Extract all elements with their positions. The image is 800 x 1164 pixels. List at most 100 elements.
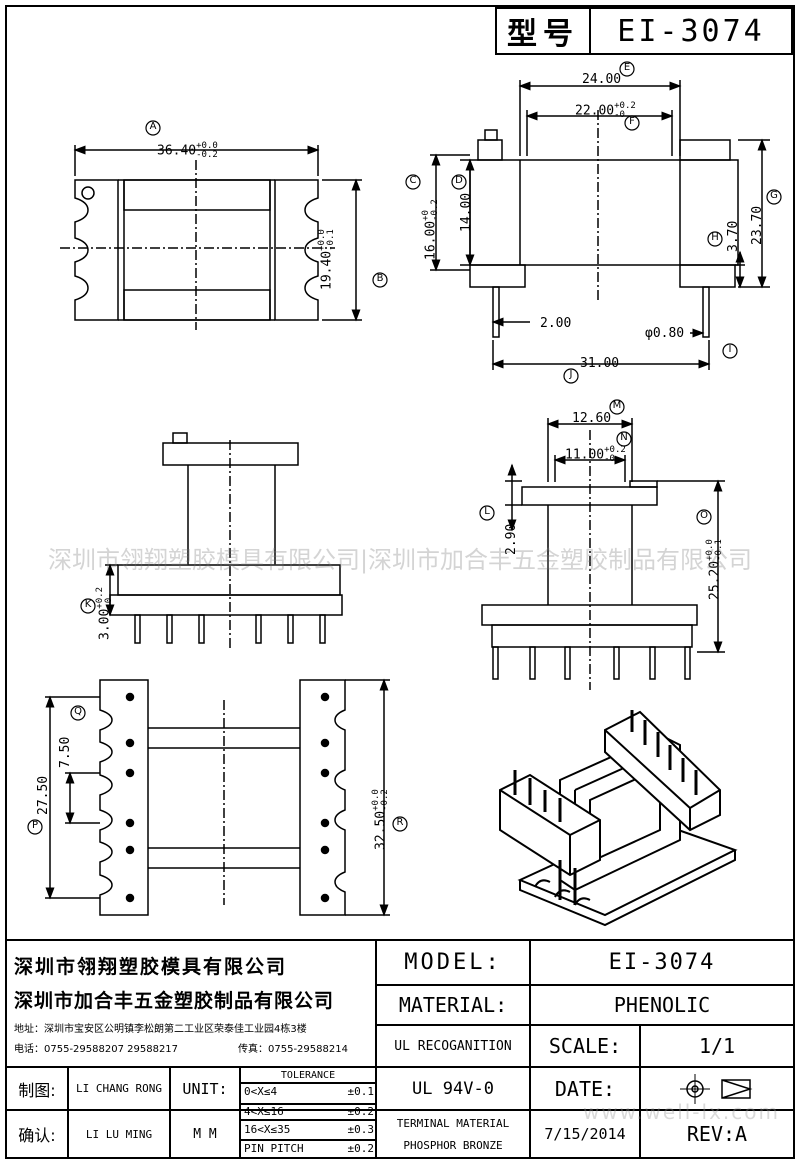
ul-label: UL RECOGANITION bbox=[394, 1038, 512, 1054]
callout-j: J bbox=[569, 369, 573, 380]
watermark-url: www.well-lx.com bbox=[582, 1100, 780, 1124]
type-label: 型号 bbox=[507, 17, 579, 52]
terminal-label: TERMINAL MATERIAL bbox=[396, 1116, 510, 1130]
dim-f: 22.00+0.2-0 bbox=[575, 102, 636, 120]
tolerance-value: ±0.2 bbox=[347, 1105, 375, 1118]
side-view bbox=[105, 432, 343, 650]
unit-label: UNIT: bbox=[182, 1079, 228, 1098]
tolerance-value: ±0.2 bbox=[347, 1142, 375, 1155]
dim-i: φ0.80 bbox=[645, 326, 685, 341]
drawn-by: LI CHANG RONG bbox=[75, 1082, 163, 1095]
dim-g: 23.70 bbox=[750, 205, 765, 245]
callout-g: G bbox=[770, 190, 778, 201]
drawn-label: 制图: bbox=[18, 1080, 56, 1100]
dim-r-value: 32.50 bbox=[373, 810, 389, 850]
model-label: MODEL: bbox=[404, 950, 502, 975]
company-fax: 传真：0755-29588214 bbox=[238, 1044, 348, 1055]
rev-label: REV:A bbox=[686, 1122, 748, 1146]
dim-n-value: 11.00 bbox=[565, 447, 605, 463]
dim-r-tol-dn: -0.2 bbox=[380, 789, 390, 811]
watermark-text: 深圳市翎翔塑胶模具有限公司|深圳市加合丰五金塑胶制品有限公司 bbox=[47, 546, 753, 574]
dim-n-tol-dn: -0 bbox=[604, 454, 615, 464]
company-address: 地址：深圳市宝安区公明镇李松朗第二工业区荣泰佳工业园4栋3楼 bbox=[14, 1024, 307, 1035]
callout-m: M bbox=[612, 400, 622, 411]
callout-i: I bbox=[728, 344, 732, 355]
dim-a-tol-up: +0.0 bbox=[196, 141, 218, 151]
scale-value: 1/1 bbox=[698, 1034, 736, 1058]
callout-c: C bbox=[409, 175, 417, 186]
dim-p: 27.50 bbox=[36, 775, 51, 815]
company-phone: 电话：0755-29588207 29588217 bbox=[14, 1044, 179, 1055]
callout-h: H bbox=[711, 232, 719, 243]
terminal-value: PHOSPHOR BRONZE bbox=[403, 1138, 503, 1152]
callout-d: D bbox=[455, 175, 463, 186]
dim-a: 36.40+0.0-0.2 bbox=[157, 142, 218, 160]
callout-r: R bbox=[396, 817, 404, 828]
tolerance-label: TOLERANCE bbox=[280, 1069, 336, 1081]
callout-e: E bbox=[623, 62, 631, 73]
unit-value: M M bbox=[193, 1126, 217, 1142]
front-view bbox=[430, 80, 770, 370]
dim-b-value: 19.40 bbox=[319, 250, 335, 290]
callout-b: B bbox=[376, 273, 384, 284]
tolerance-row: 16<X≤35 ±0.3 bbox=[244, 1123, 374, 1136]
dim-f-tol-dn: -0 bbox=[614, 110, 625, 120]
callout-n: N bbox=[620, 432, 628, 443]
dim-k-value: 3.00 bbox=[97, 608, 113, 640]
tolerance-range: PIN PITCH bbox=[244, 1142, 304, 1155]
date-label: DATE: bbox=[554, 1076, 616, 1101]
dim-c-value: 16.00 bbox=[423, 220, 439, 260]
dim-m: 12.60 bbox=[572, 411, 612, 426]
dim-j: 31.00 bbox=[580, 356, 620, 371]
dim-c: 16.00+0-0.2 bbox=[421, 199, 440, 260]
callout-circles bbox=[27, 61, 782, 835]
tolerance-range: 4<X≤16 bbox=[244, 1105, 284, 1118]
title-block-grid bbox=[6, 939, 794, 1158]
dim-d: 14.00 bbox=[459, 192, 474, 232]
tolerance-range: 0<X≤4 bbox=[244, 1085, 278, 1098]
end-view bbox=[481, 418, 725, 690]
tolerance-row: PIN PITCH ±0.2 bbox=[244, 1142, 374, 1155]
dim-a-value: 36.40 bbox=[157, 143, 197, 159]
bottom-view bbox=[45, 678, 390, 917]
scale-label: SCALE: bbox=[548, 1034, 622, 1058]
dim-q: 7.50 bbox=[58, 736, 73, 768]
checked-by: LI LU MING bbox=[85, 1127, 153, 1141]
dim-c-tol-dn: -0.2 bbox=[430, 199, 440, 221]
tolerance-value: ±0.3 bbox=[347, 1123, 375, 1136]
callout-k: K bbox=[84, 599, 92, 610]
dim-h: 3.70 bbox=[726, 220, 741, 252]
ul-value: UL 94V-0 bbox=[412, 1078, 494, 1099]
dim-a-tol-dn: -0.2 bbox=[196, 150, 218, 160]
tolerance-range: 16<X≤35 bbox=[244, 1123, 291, 1136]
company-name-1: 深圳市翎翔塑胶模具有限公司 bbox=[14, 956, 288, 978]
dim-n: 11.00+0.2-0 bbox=[565, 446, 626, 464]
callout-o: O bbox=[700, 510, 708, 521]
dim-k: 3.00+0.2-0 bbox=[95, 587, 114, 640]
dim-b: 19.40+0.0-0.1 bbox=[317, 229, 336, 290]
header-model: EI-3074 bbox=[617, 13, 765, 49]
callout-f: F bbox=[629, 116, 635, 127]
tolerance-row: 0<X≤4 ±0.1 bbox=[244, 1085, 374, 1098]
dim-k-tol-dn: -0 bbox=[104, 597, 114, 609]
company-name-2: 深圳市加合丰五金塑胶制品有限公司 bbox=[14, 990, 335, 1012]
dim-f-value: 22.00 bbox=[575, 103, 615, 119]
dim-pin: 2.00 bbox=[540, 316, 572, 331]
dim-e: 24.00 bbox=[582, 72, 622, 87]
material-value: PHENOLIC bbox=[613, 993, 711, 1017]
dim-f-tol-up: +0.2 bbox=[614, 101, 636, 111]
callout-l: L bbox=[484, 506, 490, 517]
checked-label: 确认: bbox=[18, 1126, 56, 1145]
dim-n-tol-up: +0.2 bbox=[604, 445, 626, 455]
tolerance-value: ±0.1 bbox=[347, 1085, 375, 1098]
tolerance-row: 4<X≤16 ±0.2 bbox=[244, 1105, 374, 1118]
material-label: MATERIAL: bbox=[398, 993, 508, 1017]
isometric-view bbox=[499, 710, 738, 927]
callout-p: P bbox=[31, 820, 39, 831]
dim-b-tol-dn: -0.1 bbox=[326, 229, 336, 251]
callout-q: Q bbox=[74, 706, 82, 717]
callout-a: A bbox=[149, 121, 157, 132]
model-value: EI-3074 bbox=[608, 950, 716, 975]
date-value: 7/15/2014 bbox=[544, 1125, 626, 1143]
